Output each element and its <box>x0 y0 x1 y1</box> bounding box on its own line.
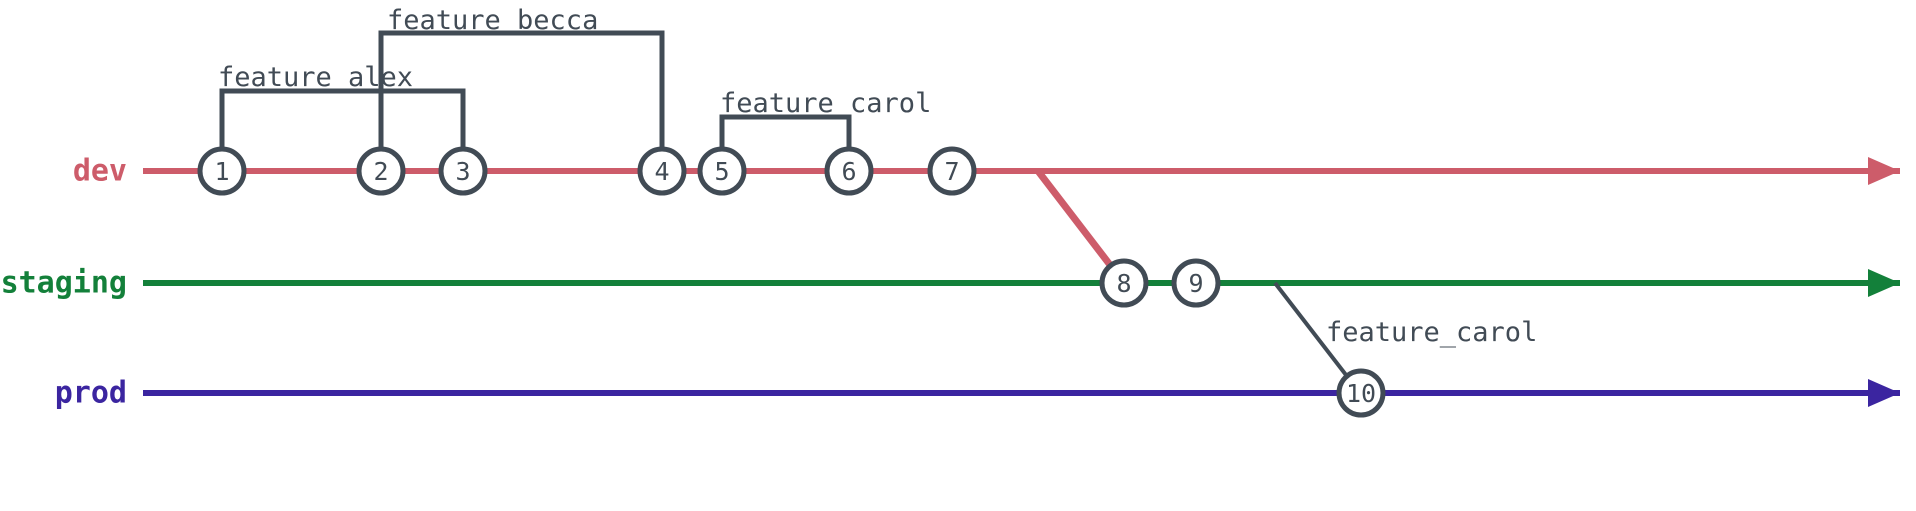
feature-bracket-2 <box>719 114 852 171</box>
commit-label-6: 6 <box>841 157 856 186</box>
commit-circle-4[interactable] <box>637 146 687 196</box>
merge-edge-0 <box>1035 168 1120 277</box>
commit-node-8[interactable]: 8 <box>1099 258 1149 308</box>
feature-label-1: feature_becca <box>387 5 599 36</box>
commit-label-3: 3 <box>455 157 470 186</box>
commit-label-1: 1 <box>214 157 229 186</box>
commit-node-10[interactable]: 10 <box>1336 368 1386 418</box>
commit-circle-9[interactable] <box>1171 258 1221 308</box>
commit-label-5: 5 <box>714 157 729 186</box>
commit-node-2[interactable]: 2 <box>356 146 406 196</box>
branch-name-staging[interactable]: staging <box>0 265 127 301</box>
commit-label-4: 4 <box>654 157 669 186</box>
feature-bracket-1 <box>378 30 665 171</box>
commit-node-4[interactable]: 4 <box>637 146 687 196</box>
commit-node-1[interactable]: 1 <box>197 146 247 196</box>
feature-label-2: feature_carol <box>720 88 932 119</box>
commit-circle-6[interactable] <box>824 146 874 196</box>
edges-group <box>1035 168 1355 386</box>
arrowheads-group <box>1868 157 1900 407</box>
commit-node-5[interactable]: 5 <box>697 146 747 196</box>
commit-circle-5[interactable] <box>697 146 747 196</box>
feature-label-0: feature_alex <box>218 62 414 93</box>
commit-circle-8[interactable] <box>1099 258 1149 308</box>
commit-circle-3[interactable] <box>438 146 488 196</box>
branch-name-prod[interactable]: prod <box>54 375 127 411</box>
commit-node-9[interactable]: 9 <box>1171 258 1221 308</box>
commit-label-2: 2 <box>373 157 388 186</box>
commit-label-8: 8 <box>1116 269 1131 298</box>
commit-node-7[interactable]: 7 <box>927 146 977 196</box>
arrowhead-prod <box>1868 379 1900 407</box>
commit-circle-7[interactable] <box>927 146 977 196</box>
commit-label-9: 9 <box>1188 269 1203 298</box>
commit-node-3[interactable]: 3 <box>438 146 488 196</box>
commit-label-10: 10 <box>1346 379 1376 408</box>
lane-lines-group <box>143 168 1900 396</box>
commit-circle-1[interactable] <box>197 146 247 196</box>
arrowhead-dev <box>1868 157 1900 185</box>
commit-circle-10[interactable] <box>1336 368 1386 418</box>
commit-node-6[interactable]: 6 <box>824 146 874 196</box>
commit-nodes-group: 1 2 3 4 5 6 7 8 9 10 <box>197 146 1386 418</box>
commit-circle-2[interactable] <box>356 146 406 196</box>
branch-name-dev[interactable]: dev <box>72 153 127 189</box>
commit-label-7: 7 <box>944 157 959 186</box>
branch-edge-0 <box>1273 281 1355 386</box>
feature-brackets-group <box>219 30 852 171</box>
branch-edge-label-0: feature_carol <box>1326 317 1538 348</box>
feature-bracket-0 <box>219 88 466 171</box>
arrowhead-staging <box>1868 269 1900 297</box>
